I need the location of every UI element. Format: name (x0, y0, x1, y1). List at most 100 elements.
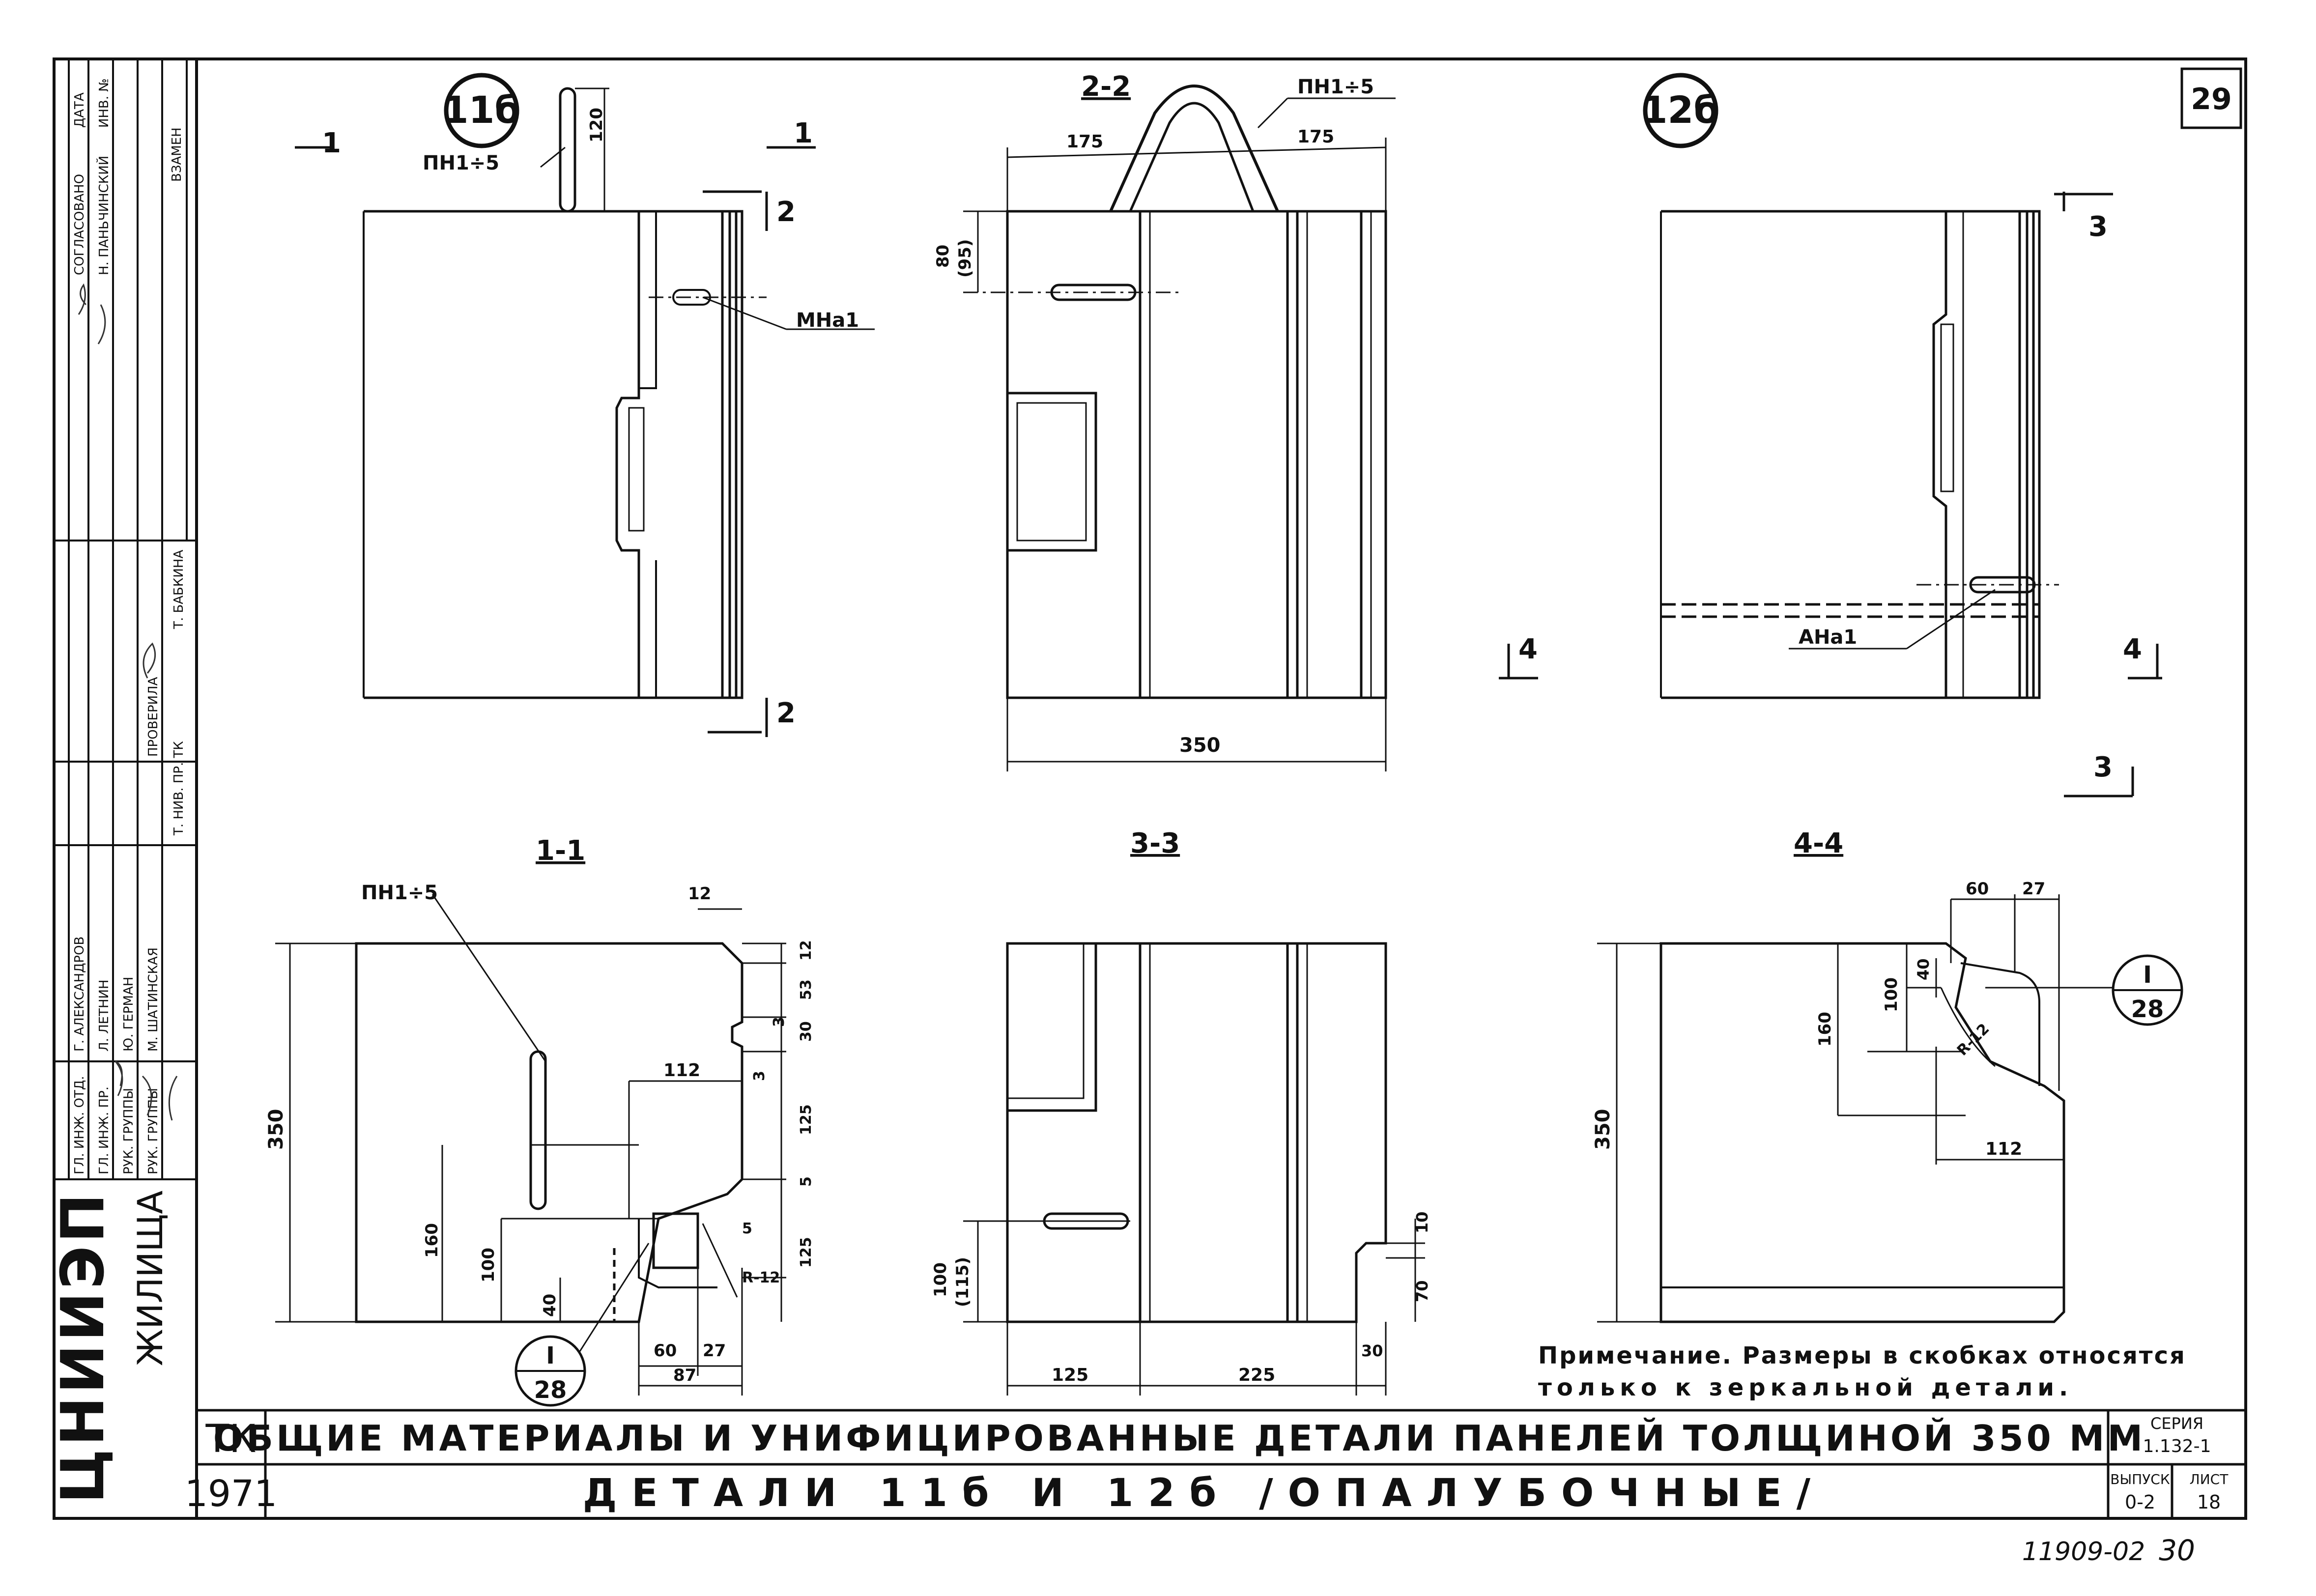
dim-53: 53 (798, 979, 815, 1000)
signatures (78, 283, 178, 1121)
sec-3-3-title: 3-3 (1130, 827, 1180, 859)
mna-label: МНа1 (796, 309, 859, 332)
dim-12-right: 12 (798, 940, 815, 961)
detail-12b-texts: 3 3 4 4 АНа1 (1518, 211, 2142, 783)
side-name-1: Ю. ГЕРМАН (121, 977, 136, 1052)
detail-11b-texts: 1 1 2 2 ПН1÷5 МНа1 120 (322, 108, 859, 729)
cut-2-bottom: 2 (776, 697, 796, 729)
title-block (197, 1409, 2246, 1518)
dim-100-44: 100 (1882, 977, 1901, 1012)
dim-175-left: 175 (1066, 132, 1103, 152)
dim-87: 87 (673, 1366, 696, 1385)
dim-175-right: 175 (1297, 127, 1334, 147)
stamp-page: 30 (2159, 1534, 2195, 1567)
view-2-2-dims (963, 97, 1396, 771)
tb-year: 1971 (185, 1473, 277, 1515)
title-block-text: ТК 1971 ОБЩИЕ МАТЕРИАЛЫ И УНИФИЦИРОВАННЫ… (185, 1414, 2229, 1515)
callout-11-num: I (546, 1342, 555, 1369)
view-2-2-texts: 2-2 ПН1÷5 175 175 80 (95) 350 (933, 71, 1374, 757)
callout-11-sheet: 28 (534, 1376, 567, 1404)
dim-5b: 5 (742, 1220, 752, 1237)
cut-2-top: 2 (776, 196, 796, 228)
dim-27-11: 27 (703, 1341, 726, 1361)
section-3-3 (1006, 942, 1387, 1323)
side-role-2: ГЛ. ИНЖ. ПР. (97, 1086, 112, 1174)
tb-sheet-value: 18 (2197, 1491, 2221, 1513)
section-1-1-dims (275, 894, 786, 1396)
side-checker: Т. БАБКИНА (172, 550, 186, 629)
dim-60-11: 60 (654, 1341, 677, 1361)
side-inv-no: Т. НИВ. ПР. ТК (172, 741, 186, 836)
side-date-head: ДАТА (72, 92, 87, 128)
side-inv-head: ИНВ. № (97, 79, 112, 128)
detail-12b-annotations (1499, 192, 2162, 798)
org-logo-block: ЦНИИЭП ЖИЛИЩА (49, 1178, 198, 1519)
side-checked: ПРОВЕРИЛА (146, 677, 161, 757)
side-name-2: М. ШАТИНСКАЯ (146, 947, 161, 1052)
sheet-number-box: 29 (2180, 67, 2242, 129)
dim-27-44: 27 (2022, 879, 2045, 899)
cut-3-top: 3 (2088, 211, 2108, 243)
cut-1-left: 1 (322, 127, 341, 159)
section-1-1 (355, 942, 743, 1323)
section-1-1-callout: I 28 (515, 1335, 586, 1407)
view-2-2 (1006, 85, 1387, 699)
tb-sheet-label: ЛИСТ (2190, 1471, 2229, 1487)
pn-label-11: ПН1÷5 (361, 882, 438, 904)
sec-2-2-title: 2-2 (1081, 71, 1131, 103)
dim-95: (95) (955, 239, 975, 278)
callout-44-sheet: 28 (2131, 996, 2164, 1023)
dim-350-top: 350 (1179, 734, 1221, 757)
sheet-number: 29 (2191, 82, 2232, 116)
dim-5a: 5 (798, 1176, 815, 1187)
detail-11b-label: 11б (443, 88, 521, 132)
dim-40-44: 40 (1914, 958, 1933, 980)
dim-125-a: 125 (798, 1104, 815, 1135)
r12-11: R-12 (742, 1269, 780, 1286)
detail-12b-view (1660, 210, 2041, 699)
tb-code: ТК (205, 1417, 256, 1461)
side-role-3: РУК. ГРУППЫ (121, 1088, 136, 1174)
cut-4-left: 4 (1518, 633, 1538, 665)
tb-issue-label: ВЫПУСК (2110, 1471, 2170, 1487)
dim-3a: 3 (771, 1017, 788, 1027)
dim-10: 10 (1413, 1211, 1431, 1233)
side-role-1: ГЛ. ИНЖ. ОТД. (72, 1076, 87, 1174)
dim-350-11: 350 (265, 1109, 287, 1150)
cut-1-right: 1 (794, 117, 813, 149)
side-agreed: СОГЛАСОВАНО (72, 174, 87, 275)
dim-160-44: 160 (1815, 1012, 1835, 1047)
section-4-4-dims (1597, 894, 2113, 1323)
dim-100-33: 100 (931, 1262, 950, 1297)
tb-series-label: СЕРИЯ (2150, 1414, 2203, 1433)
cut-3-bottom: 3 (2093, 751, 2113, 783)
side-role-4: РУК. ГРУППЫ (146, 1088, 161, 1174)
detail-11b-callout: 11б (443, 73, 521, 148)
org-name: ЖИЛИЩА (130, 1191, 171, 1366)
section-1-1-texts: 1-1 ПН1÷5 12 12 53 3 30 3 112 125 5 5 12… (265, 835, 815, 1385)
stamp-number: 11909-02 (2022, 1537, 2145, 1567)
sec-1-1-title: 1-1 (536, 835, 585, 867)
dim-30-33: 30 (1361, 1341, 1383, 1360)
dim-112-11: 112 (663, 1060, 700, 1081)
dim-350-44: 350 (1592, 1109, 1614, 1150)
tb-title-sub: ДЕТАЛИ 11б И 12б /ОПАЛУБОЧНЫЕ/ (583, 1471, 1825, 1515)
side-name-3: Г. АЛЕКСАНДРОВ (72, 937, 87, 1052)
sec-4-4-title: 4-4 (1794, 827, 1843, 859)
pn-label-11b: ПН1÷5 (423, 152, 499, 174)
dim-125-b: 125 (798, 1237, 815, 1268)
note-line-1: Примечание. Размеры в скобках относятся (1538, 1342, 2186, 1369)
side-agreed-name: Н. ПАНЬЧИНСКИЙ (96, 156, 112, 275)
dim-80: 80 (933, 245, 953, 268)
dim-160-11: 160 (422, 1223, 442, 1258)
dim-115: (115) (953, 1257, 972, 1307)
dim-12-top: 12 (688, 884, 711, 904)
pn-label-22: ПН1÷5 (1297, 76, 1374, 98)
note-line-2: только к зеркальной детали. (1538, 1374, 2073, 1401)
dim-225: 225 (1238, 1365, 1275, 1385)
dim-125-33: 125 (1052, 1365, 1088, 1385)
section-4-4-callout: I 28 (2112, 954, 2183, 1026)
callout-44-num: I (2143, 961, 2152, 989)
tb-issue-value: 0-2 (2125, 1491, 2155, 1513)
